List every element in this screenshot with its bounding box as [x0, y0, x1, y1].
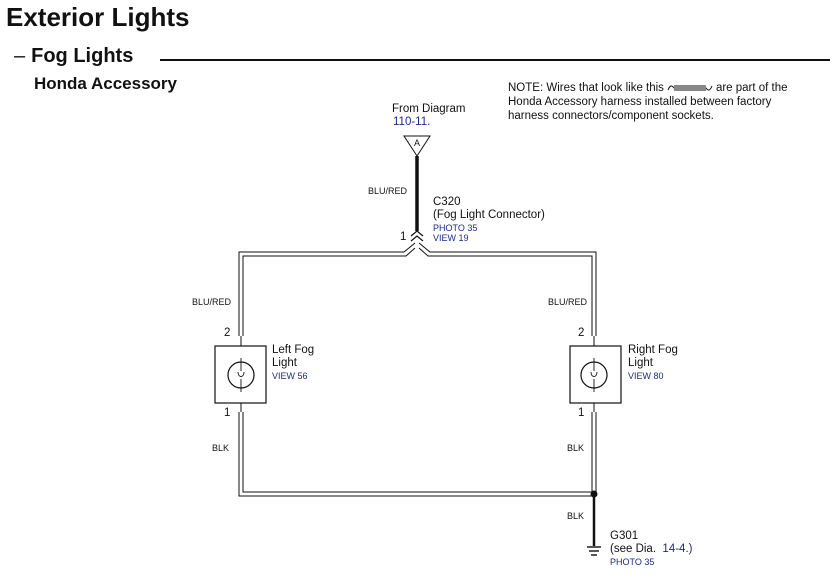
source-diagram-link[interactable]: 110-11. [393, 116, 431, 128]
page-title: Exterior Lights [6, 2, 190, 32]
left-fog-name-line-1: Left Fog [272, 344, 315, 356]
right-feed-wire-color: BLU/RED [548, 297, 588, 307]
ground-id: G301 [610, 530, 639, 542]
c320-view-link[interactable]: VIEW 19 [433, 233, 469, 243]
left-fog-light-icon [214, 336, 267, 412]
left-ground-wire-color: BLK [212, 443, 230, 453]
source-connector-a-icon [403, 135, 431, 157]
section-title: –Fog Lights [14, 45, 133, 68]
note-line-1: NOTE: Wires that look like this are part … [508, 81, 788, 95]
right-fog-pin-bottom: 1 [578, 407, 585, 419]
ground-photo-link[interactable]: PHOTO 35 [610, 557, 655, 567]
subsection-title: Honda Accessory [34, 74, 177, 93]
section-dash: – [14, 45, 26, 67]
ground-reference: (see Dia. 14-4.) [610, 543, 692, 555]
right-fog-light-icon [569, 336, 622, 412]
source-connector-letter: A [414, 138, 421, 148]
ground-dia-link[interactable]: 14-4.) [662, 543, 693, 555]
note-line-1-end: are part of the [715, 82, 788, 94]
harness-note: NOTE: Wires that look like this are part … [508, 81, 788, 123]
left-fog-pin-top: 2 [224, 327, 231, 339]
note-line-2: Honda Accessory harness installed betwee… [508, 96, 772, 108]
ground-symbol-icon [587, 546, 601, 556]
accessory-harness-ground [238, 412, 597, 497]
section-title-text: Fog Lights [31, 45, 134, 67]
ground-see-text: (see Dia. [610, 543, 657, 555]
c320-id: C320 [433, 196, 461, 208]
accessory-harness-feed [238, 242, 597, 336]
from-diagram-label: From Diagram [392, 103, 466, 115]
right-fog-name-line-2: Light [628, 357, 653, 369]
c320-description: (Fog Light Connector) [433, 209, 545, 221]
note-line-1-start: NOTE: Wires that look like this [508, 82, 664, 94]
left-fog-name-line-2: Light [272, 357, 297, 369]
right-ground-wire-color: BLK [567, 443, 585, 453]
left-fog-view-link[interactable]: VIEW 56 [272, 371, 308, 381]
right-fog-view-link[interactable]: VIEW 80 [628, 371, 664, 381]
left-feed-wire-color: BLU/RED [192, 297, 232, 307]
left-fog-pin-bottom: 1 [224, 407, 231, 419]
right-fog-name-line-1: Right Fog [628, 344, 678, 356]
note-line-3: harness connectors/component sockets. [508, 110, 714, 122]
c320-connector-icon [410, 230, 424, 242]
main-feed-wire-color: BLU/RED [368, 186, 408, 196]
ground-drop-wire-color: BLK [567, 511, 585, 521]
right-fog-pin-top: 2 [578, 327, 585, 339]
section-rule [160, 59, 830, 61]
c320-pin-number: 1 [400, 231, 407, 243]
accessory-harness-wire-icon [667, 85, 713, 91]
c320-photo-link[interactable]: PHOTO 35 [433, 223, 478, 233]
